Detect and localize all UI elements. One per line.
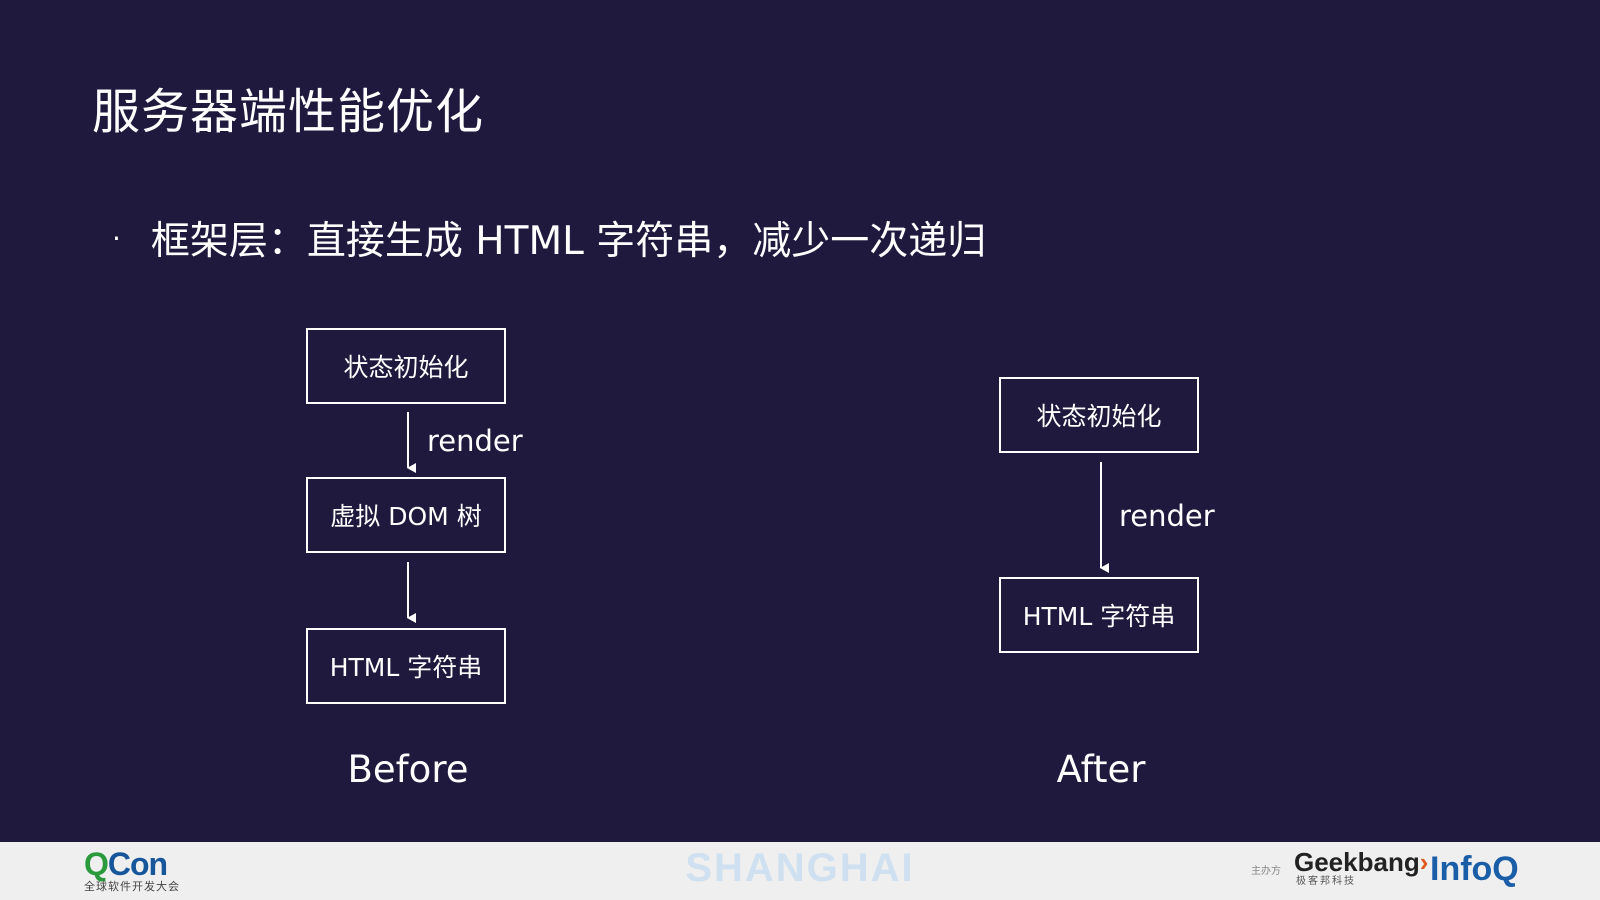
- bullet-point: · 框架层：直接生成 HTML 字符串，减少一次递归: [112, 210, 986, 266]
- after-box-html-string: HTML 字符串: [999, 577, 1199, 653]
- before-box-virtual-dom: 虚拟 DOM 树: [306, 477, 506, 553]
- geekbang-arrow-icon: ›: [1419, 847, 1429, 877]
- qcon-logo-q: Q: [84, 846, 109, 882]
- before-box-html-string: HTML 字符串: [306, 628, 506, 704]
- after-render-label: render: [1119, 499, 1215, 533]
- before-render-label: render: [427, 424, 523, 458]
- geekbang-subtitle: 极客邦科技: [1296, 876, 1356, 887]
- bullet-text: 框架层：直接生成 HTML 字符串，减少一次递归: [150, 219, 987, 264]
- qcon-subtitle: 全球软件开发大会: [84, 880, 180, 893]
- footer-bar: QCon 全球软件开发大会 SHANGHAI 主办方 Geekbang› 极客邦…: [0, 842, 1600, 900]
- after-box-state-init: 状态初始化: [999, 377, 1199, 453]
- sponsor-label: 主办方: [1251, 866, 1281, 877]
- after-caption: After: [1056, 748, 1146, 791]
- bullet-dot-icon: ·: [112, 221, 121, 255]
- city-label: SHANGHAI: [685, 846, 915, 890]
- infoq-logo: InfoQ: [1430, 850, 1519, 888]
- slide-title: 服务器端性能优化: [92, 84, 485, 140]
- before-caption: Before: [347, 748, 469, 791]
- qcon-logo: QCon 全球软件开发大会: [84, 848, 180, 893]
- before-box-state-init: 状态初始化: [306, 328, 506, 404]
- qcon-logo-con: Con: [107, 846, 168, 882]
- geekbang-logo: Geekbang› 极客邦科技: [1294, 848, 1428, 887]
- geekbang-logo-name: Geekbang: [1294, 847, 1420, 877]
